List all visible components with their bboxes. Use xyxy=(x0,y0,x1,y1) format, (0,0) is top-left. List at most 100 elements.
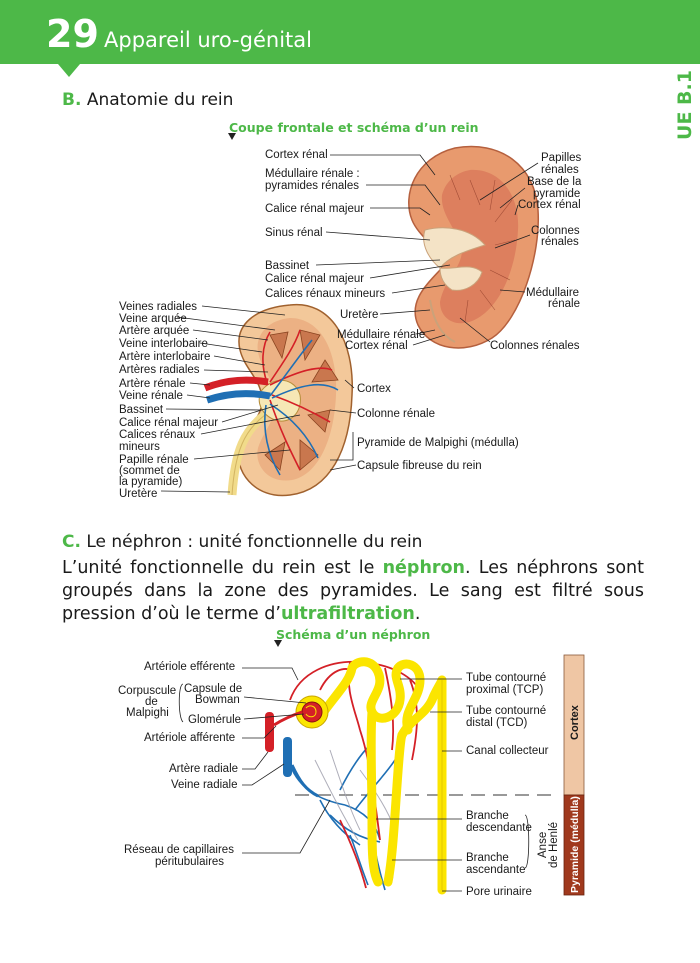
figure1-leader-lines xyxy=(160,154,539,493)
label-canal-collecteur: Canal collecteur xyxy=(466,745,549,757)
label-artere-renale: Artère rénale xyxy=(119,378,185,390)
label-anse-2: de Henlé xyxy=(548,822,560,868)
label-medullaire-renale-1: Médullaire rénale : xyxy=(265,168,360,180)
paragraph-text-2: . Les néphrons sont groupés dans la zone… xyxy=(62,558,645,624)
section-b-heading: B. Anatomie du rein xyxy=(62,90,233,110)
header-notch xyxy=(58,64,80,77)
side-tab: UE B.1 xyxy=(672,70,698,140)
label-tcd-1: Tube contourné xyxy=(466,705,546,717)
label-tcp-2: proximal (TCP) xyxy=(466,684,543,696)
chapter-number: 29 xyxy=(46,12,99,56)
capillary-network xyxy=(289,744,396,891)
label-papille-3: la pyramide) xyxy=(119,476,182,488)
label-veines-radiales: Veines radiales xyxy=(119,301,197,313)
label-cortex: Cortex xyxy=(357,383,391,395)
label-cortex-right: Cortex rénal xyxy=(518,199,581,211)
figure1-labels: Cortex rénal Médullaire rénale : pyramid… xyxy=(119,149,582,500)
figure2-title: Schéma d’un néphron xyxy=(276,627,431,642)
highlight-ultrafiltration: ultrafiltration xyxy=(280,604,415,624)
figure2-leader-lines xyxy=(178,667,530,892)
kidney-schematic xyxy=(203,303,353,497)
label-arteriole-afferente: Artériole afférente xyxy=(144,732,235,744)
label-pore-urinaire: Pore urinaire xyxy=(466,886,532,898)
label-uretere: Uretère xyxy=(119,488,157,500)
glomerulus xyxy=(301,701,323,723)
label-medullaire-right-1: Médullaire xyxy=(526,287,579,299)
label-bassinet: Bassinet xyxy=(119,404,164,416)
label-sinus-renal: Sinus rénal xyxy=(265,227,323,239)
figure1-title-arrow xyxy=(228,133,236,140)
label-base-1: Base de la xyxy=(527,176,582,188)
label-pyramide-malpighi: Pyramide de Malpighi (médulla) xyxy=(357,437,519,449)
label-artere-radiale: Artère radiale xyxy=(169,763,238,775)
section-c-heading: C. Le néphron : unité fonctionnelle du r… xyxy=(62,532,422,552)
label-papilles-2: rénales xyxy=(541,164,579,176)
label-corpuscule-1: Corpuscule xyxy=(118,685,176,697)
label-branche-asc-2: ascendante xyxy=(466,864,525,876)
label-zone-cortex: Cortex xyxy=(569,704,581,740)
medulla-zone-band xyxy=(563,794,585,896)
label-capsule-fibreuse: Capsule fibreuse du rein xyxy=(357,460,482,472)
label-colonnes-1: Colonnes xyxy=(531,225,580,237)
kidney-figure: Cortex rénal Médullaire rénale : pyramid… xyxy=(119,145,582,500)
section-b-letter: B. xyxy=(62,90,82,110)
label-veine-arquee: Veine arquée xyxy=(119,313,187,325)
label-capsule-2: Bowman xyxy=(195,694,240,706)
label-reseau-1: Réseau de capillaires xyxy=(124,844,234,856)
figure2-labels: Artériole efférente Corpuscule de Malpig… xyxy=(118,661,581,898)
label-veine-radiale: Veine radiale xyxy=(171,779,238,791)
label-papilles-1: Papilles xyxy=(541,152,582,164)
label-calice-majeur: Calice rénal majeur xyxy=(119,417,218,429)
label-colonnes-2: rénales xyxy=(541,236,579,248)
label-arteriole-efferente: Artériole efférente xyxy=(144,661,235,673)
chapter-title: Appareil uro-génital xyxy=(104,28,312,52)
section-c-title: Le néphron : unité fonctionnelle du rein xyxy=(86,532,423,552)
radial-vein xyxy=(283,737,292,777)
label-cortex-renal: Cortex rénal xyxy=(265,149,328,161)
label-capsule-1: Capsule de xyxy=(184,683,242,695)
label-base-2: pyramide xyxy=(533,188,580,200)
label-veine-renale: Veine rénale xyxy=(119,390,183,402)
chapter-header: 29 Appareil uro-génital xyxy=(0,0,700,77)
label-veine-interlobaire: Veine interlobaire xyxy=(119,338,208,350)
side-tab-label: UE B.1 xyxy=(674,70,696,140)
label-colonnes-renales-bottom: Colonnes rénales xyxy=(490,340,580,352)
label-bassinet-top: Bassinet xyxy=(265,260,310,272)
label-papille-1: Papille rénale xyxy=(119,454,189,466)
label-zone-pyramide: Pyramide (médulla) xyxy=(569,796,581,893)
label-tcd-2: distal (TCD) xyxy=(466,717,528,729)
label-cortex-renal-mid: Cortex rénal xyxy=(345,340,408,352)
label-uretere-mid: Uretère xyxy=(340,309,378,321)
label-colonne-renale: Colonne rénale xyxy=(357,408,435,420)
label-calice-majeur-top: Calice rénal majeur xyxy=(265,203,364,215)
nephron-paragraph: L’unité fonctionnelle du rein est le nép… xyxy=(62,557,644,626)
label-tcp-1: Tube contourné xyxy=(466,672,546,684)
label-artere-arquee: Artère arquée xyxy=(119,325,189,337)
kidney-photo-section xyxy=(408,145,540,349)
label-branche-desc-2: descendante xyxy=(466,822,532,834)
label-medullaire-right-2: rénale xyxy=(548,298,580,310)
label-calices-mineurs-1: Calices rénaux xyxy=(119,429,195,441)
nephron-figure: Artériole efférente Corpuscule de Malpig… xyxy=(118,654,585,898)
section-b-title: Anatomie du rein xyxy=(86,90,234,110)
label-branche-asc-1: Branche xyxy=(466,852,509,864)
label-corpuscule-2: de xyxy=(145,696,158,708)
label-papille-2: (sommet de xyxy=(119,465,180,477)
section-c-letter: C. xyxy=(62,532,81,552)
label-glomerule: Glomérule xyxy=(188,714,241,726)
label-anse-1: Anse xyxy=(537,832,549,858)
highlight-nephron: néphron xyxy=(382,558,466,578)
label-reseau-2: péritubulaires xyxy=(155,856,224,868)
label-artere-interlobaire: Artère interlobaire xyxy=(119,351,210,363)
label-calice-majeur-top2: Calice rénal majeur xyxy=(265,273,364,285)
label-calices-mineurs-top: Calices rénaux mineurs xyxy=(265,288,385,300)
label-corpuscule-3: Malpighi xyxy=(126,707,169,719)
label-branche-desc-1: Branche xyxy=(466,810,509,822)
label-calices-mineurs-2: mineurs xyxy=(119,441,160,453)
label-arteres-radiales: Artères radiales xyxy=(119,364,200,376)
figure1-title: Coupe frontale et schéma d’un rein xyxy=(229,120,479,135)
label-medullaire-renale-mid: Médullaire rénale xyxy=(337,329,425,341)
paragraph-text-3: . xyxy=(414,604,421,624)
paragraph-text-1: L’unité fonctionnelle du rein est le xyxy=(62,558,383,578)
figure2-title-arrow xyxy=(274,640,282,647)
